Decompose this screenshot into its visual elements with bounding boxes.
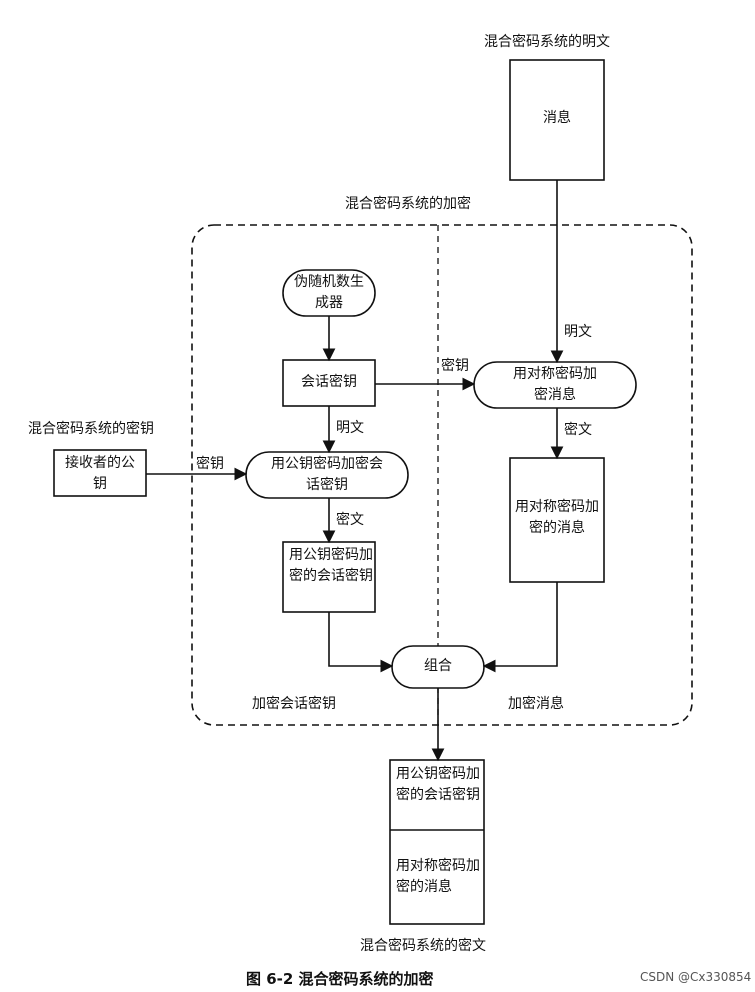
ciphertext-label-2: 密文 <box>336 512 364 528</box>
prng-label: 伪随机数生成器 <box>294 274 364 311</box>
sym-encrypt-label: 用对称密码加密消息 <box>513 366 597 403</box>
figure-caption: 图 6-2 混合密码系统的加密 <box>246 970 434 988</box>
plaintext-label-1: 明文 <box>564 324 592 340</box>
encrypted-message-label: 加密消息 <box>508 696 564 712</box>
session-key-label: 会话密钥 <box>301 374 357 390</box>
sym-encrypted-msg-box <box>509 457 605 583</box>
plaintext-label-2: 明文 <box>336 420 364 436</box>
ciphertext-title: 混合密码系统的密文 <box>360 938 486 954</box>
encrypted-session-key-label: 加密会话密钥 <box>252 696 336 712</box>
watermark: CSDN @Cx330854 <box>640 970 752 984</box>
receiver-pubkey-box <box>53 449 147 497</box>
pk-encrypted-key-label: 用公钥密码加密的会话密钥 <box>289 547 373 584</box>
ciphertext-label-1: 密文 <box>564 422 592 438</box>
output-sym-encrypted-msg-label: 用对称密码加密的消息 <box>396 858 480 895</box>
encryption-title: 混合密码系统的加密 <box>345 196 471 212</box>
receiver-pubkey-label: 接收者的公钥 <box>65 455 135 492</box>
output-pk-encrypted-key-label: 用公钥密码加密的会话密钥 <box>396 766 480 803</box>
combine-label: 组合 <box>424 658 452 674</box>
message-label: 消息 <box>543 110 571 126</box>
key-label-2: 密钥 <box>196 456 224 472</box>
plaintext-title: 混合密码系统的明文 <box>484 34 610 50</box>
encryption-boundary <box>191 224 693 726</box>
key-label-1: 密钥 <box>441 358 469 374</box>
sym-encrypted-msg-label: 用对称密码加密的消息 <box>515 499 599 536</box>
arrow-pkkey-to-combine <box>328 612 394 673</box>
key-system-title: 混合密码系统的密钥 <box>28 421 154 437</box>
pk-encrypt-label: 用公钥密码加密会话密钥 <box>271 456 383 493</box>
arrow-symmsg-to-combine <box>482 582 558 673</box>
session-key-box <box>282 359 376 407</box>
